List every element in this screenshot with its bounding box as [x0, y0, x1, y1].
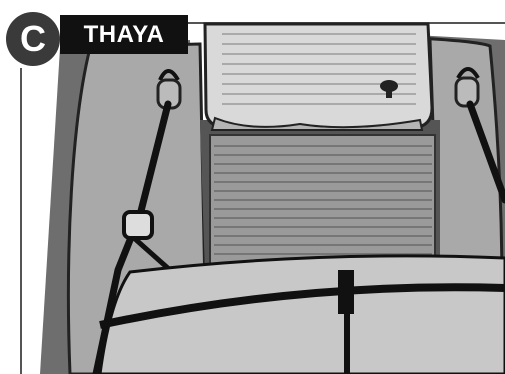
title-banner: THAYA [60, 15, 188, 54]
title-text: THAYA [84, 21, 165, 49]
step-badge: C [6, 12, 60, 66]
seat-strap-tab [338, 270, 354, 314]
step-letter: C [20, 21, 46, 57]
seat-backrest [205, 24, 432, 128]
